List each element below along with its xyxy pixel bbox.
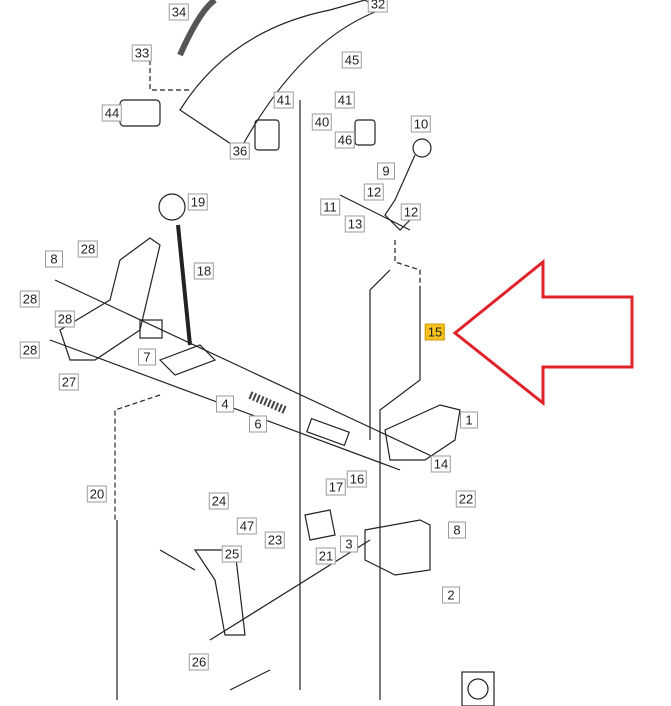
callout-label: 40 <box>311 113 333 131</box>
callout-label: 25 <box>221 545 243 563</box>
callout-label: 47 <box>236 517 258 535</box>
bracket-27 <box>59 237 161 361</box>
callout-label: 41 <box>334 91 356 109</box>
switch-44 <box>119 99 161 127</box>
callout-label: 14 <box>430 455 452 473</box>
callout-label: 9 <box>377 162 395 180</box>
callout-label: 13 <box>344 215 366 233</box>
bracket-mount <box>364 519 431 576</box>
cable <box>369 269 391 440</box>
callout-label: 22 <box>455 490 477 508</box>
panel-trim <box>177 0 217 57</box>
bracket-1 <box>384 404 461 461</box>
callout-label: 12 <box>363 183 385 201</box>
knob-10 <box>412 138 432 158</box>
bushing-7 <box>139 319 163 339</box>
switch-36 <box>254 119 280 151</box>
cable-15 <box>379 290 421 700</box>
dashed-leader <box>149 60 190 91</box>
callout-label: 10 <box>410 115 432 133</box>
dashed-leader <box>394 240 421 290</box>
callout-label: 33 <box>131 44 153 62</box>
tube <box>306 417 350 447</box>
callout-label: 8 <box>448 521 466 539</box>
callout-label: 24 <box>208 492 230 510</box>
callout-label: 12 <box>400 203 422 221</box>
callout-label: 8 <box>45 250 63 268</box>
callout-label: 28 <box>77 240 99 258</box>
spring-6 <box>248 391 287 414</box>
callout-label-highlighted: 15 <box>424 323 446 341</box>
symbol-icon <box>461 671 495 706</box>
symbol-icon-circle <box>467 678 489 700</box>
red-arrow-pointer <box>452 258 634 407</box>
callout-label: 28 <box>54 310 76 328</box>
callout-label: 19 <box>187 193 209 211</box>
callout-label: 27 <box>58 373 80 391</box>
bolt-11 <box>339 194 411 231</box>
lever-base <box>158 344 217 376</box>
callout-label: 18 <box>193 262 215 280</box>
console-panel <box>179 0 382 151</box>
callout-label: 41 <box>273 91 295 109</box>
lever-18 <box>176 224 192 346</box>
callout-label: 23 <box>264 531 286 549</box>
callout-label: 28 <box>19 341 41 359</box>
plate-21 <box>304 509 336 541</box>
callout-label: 3 <box>340 535 358 553</box>
knob-19 <box>158 193 186 221</box>
link-line <box>159 549 196 571</box>
callout-label: 32 <box>367 0 389 13</box>
callout-label: 2 <box>442 586 460 604</box>
callout-label: 21 <box>315 547 337 565</box>
callout-label: 46 <box>334 131 356 149</box>
callout-label: 36 <box>229 142 251 160</box>
callout-label: 6 <box>249 415 267 433</box>
callout-label: 7 <box>138 348 156 366</box>
callout-label: 34 <box>168 3 190 21</box>
callout-label: 4 <box>216 395 234 413</box>
shaft-line <box>54 279 441 461</box>
rod <box>229 669 271 691</box>
callout-label: 20 <box>86 485 108 503</box>
link-line <box>209 539 371 641</box>
switch-46 <box>354 119 376 146</box>
callout-label: 28 <box>19 290 41 308</box>
callout-label: 26 <box>188 653 210 671</box>
callout-label: 44 <box>101 104 123 122</box>
callout-label: 45 <box>341 51 363 69</box>
dashed-leader <box>114 394 161 520</box>
callout-label: 11 <box>320 198 340 216</box>
callout-label: 16 <box>346 470 368 488</box>
callout-label: 1 <box>460 411 478 429</box>
callout-label: 17 <box>325 478 347 496</box>
